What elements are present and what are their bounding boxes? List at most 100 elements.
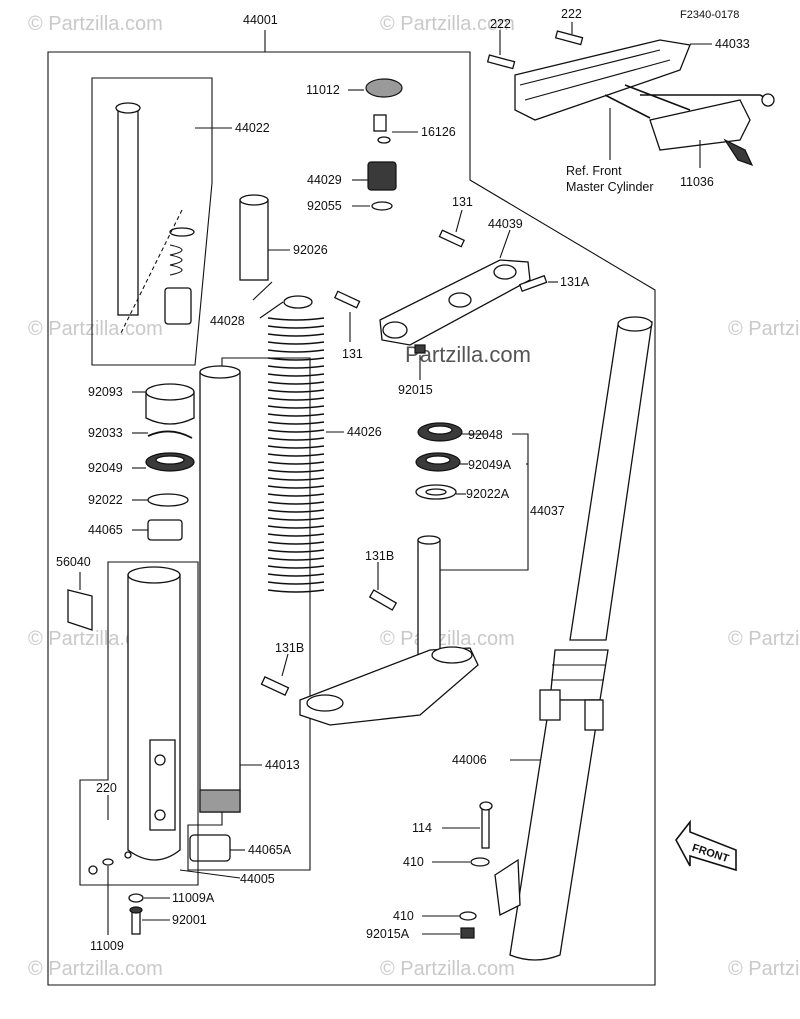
seal-washer	[147, 493, 189, 507]
holder-bolt	[554, 30, 584, 46]
damper-box-outline	[91, 77, 213, 366]
leader-line	[499, 229, 511, 259]
leader-line	[179, 869, 241, 879]
stem-pinch-bolt	[368, 589, 398, 611]
watermark-text: © Partzilla.com	[380, 958, 515, 980]
reflector	[67, 589, 93, 631]
clamp-stud	[481, 807, 490, 849]
seal-stack: 92093 92033 92049 92022 44065	[88, 383, 195, 541]
guide-bushing	[189, 834, 231, 862]
plug-oring	[371, 201, 393, 211]
oil-seal-hole	[155, 455, 185, 465]
rubber-cap	[365, 78, 403, 98]
part-label-92022: 92022	[88, 493, 123, 507]
handlebar-ridge	[519, 49, 671, 101]
part-label-92022A: 92022A	[466, 487, 510, 501]
part-label-16126: 16126	[421, 125, 456, 139]
ref-label-line2: Master Cylinder	[566, 180, 654, 194]
watermark-text: © Partzilla.com	[28, 318, 163, 340]
drain-hole	[124, 851, 132, 859]
leader-line	[455, 209, 463, 233]
front-direction-arrow: FRONT	[675, 819, 737, 872]
part-label-92055: 92055	[307, 199, 342, 213]
damper-rod-top	[115, 102, 141, 114]
right-inner-tube	[569, 321, 653, 641]
bracket-hole	[448, 292, 472, 308]
plain-washer	[459, 911, 477, 921]
bracket-brace	[440, 433, 529, 571]
outer-bushing	[147, 519, 183, 541]
right-tube-top	[617, 316, 653, 332]
part-label-44033: 44033	[715, 37, 750, 51]
socket-bolt-head	[129, 906, 143, 914]
fork-spring	[267, 317, 325, 593]
leader-line	[281, 653, 289, 677]
bracket-hole	[493, 264, 517, 280]
outer-tube-top	[127, 566, 181, 584]
part-label-11009A: 11009A	[172, 891, 215, 905]
leader-line	[252, 281, 284, 319]
part-label-92093: 92093	[88, 385, 123, 399]
part-label-44013: 44013	[265, 758, 300, 772]
spacer-top	[239, 194, 269, 206]
spring-spacer	[239, 199, 269, 281]
watermark-text: © Partzilla.com	[728, 318, 800, 340]
part-label-44005: 44005	[240, 872, 275, 886]
boot-ribs	[551, 664, 606, 681]
stem-bearings: 92048 92049A 92022A 44037	[415, 422, 565, 571]
handlebar-parts: 44033 222 222 Ref. Front Master Cylinder…	[486, 7, 775, 194]
outer-tube-left	[124, 566, 181, 861]
handlebar-holder	[514, 39, 691, 121]
part-label-56040: 56040	[56, 555, 91, 569]
watermark-text: © Partzilla.com	[728, 628, 800, 650]
part-label-131A: 131A	[560, 275, 590, 289]
bracket-loop	[761, 93, 775, 107]
outer-tube-box	[79, 561, 199, 886]
stem-top	[417, 535, 441, 545]
watermark-text: © Partzilla.com	[380, 628, 515, 650]
part-label-92049A: 92049A	[468, 458, 512, 472]
air-valve	[373, 114, 387, 132]
part-label-44028: 44028	[210, 314, 245, 328]
top-cap-parts: 11012 16126 44029 92055	[306, 78, 456, 213]
axle-hardware: 114 410 410 92015A	[366, 801, 493, 941]
watermark-text: © Partzilla.com	[28, 958, 163, 980]
drain-screw	[88, 865, 98, 875]
axle-boss	[539, 689, 561, 721]
part-label-92033: 92033	[88, 426, 123, 440]
clamp-stud-head	[479, 801, 493, 811]
part-label-44006: 44006	[452, 753, 487, 767]
axle-clamp	[494, 858, 521, 916]
mount-hole	[154, 754, 166, 766]
watermark-text: © Partzilla.com	[728, 958, 800, 980]
part-label-44029: 44029	[307, 173, 342, 187]
part-label-11012: 11012	[306, 83, 340, 97]
pinch-bolt	[438, 229, 466, 248]
stem-nut	[414, 344, 426, 354]
stem-bolt	[518, 274, 548, 293]
mount-hole	[154, 809, 166, 821]
steering-stem: 131B 131B	[260, 535, 479, 726]
rebound-spring	[169, 244, 183, 276]
part-label-92015: 92015	[398, 383, 433, 397]
dust-seal-rim	[145, 383, 195, 401]
part-label-11036: 11036	[680, 175, 714, 189]
ref-label-line1: Ref. Front	[566, 164, 622, 178]
front-arrow-shape	[675, 819, 737, 872]
part-label-92026: 92026	[293, 243, 328, 257]
valve-oring	[377, 136, 391, 144]
watermark-text: © Partzilla.com	[380, 13, 515, 35]
watermark-layer: © Partzilla.com © Partzilla.com © Partzi…	[28, 13, 800, 980]
plain-washer	[470, 857, 490, 867]
part-label-114: 114	[412, 821, 432, 835]
upper-bracket: 131 44039 131A 131 92015	[333, 195, 590, 397]
bearing-cone-hole	[427, 425, 453, 435]
right-outer-tube	[509, 699, 601, 961]
damper-rod-body	[117, 109, 139, 316]
fork-assembly-outline	[47, 51, 656, 986]
holder-bolt	[486, 54, 516, 70]
part-label-131a: 131	[452, 195, 473, 209]
part-label-92048: 92048	[468, 428, 503, 442]
